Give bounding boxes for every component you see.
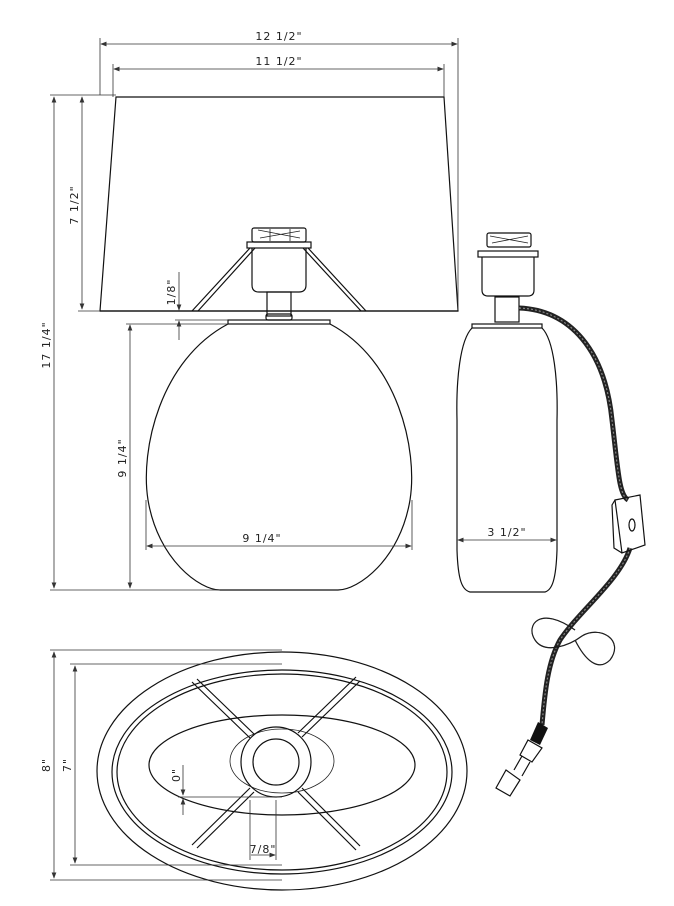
side-view: 3 1/2" <box>456 232 646 797</box>
dim-shade-top-width: 12 1/2" <box>255 30 302 43</box>
front-dimensions: 12 1/2" 11 1/2" 7 1/2" 1/8" 17 1/4" 9 1/… <box>40 30 459 591</box>
dim-top-depth-inner: 7" <box>61 758 74 772</box>
dim-side-depth: 3 1/2" <box>487 526 526 539</box>
dim-base-width: 9 1/4" <box>242 532 281 545</box>
dim-shade-bottom-width: 11 1/2" <box>255 55 302 68</box>
shade-icon <box>99 96 459 312</box>
front-view <box>99 96 459 591</box>
dim-base-height: 9 1/4" <box>116 438 129 477</box>
dim-top-offset-horizontal: 7/8" <box>250 843 277 856</box>
dim-top-offset-vertical: 0" <box>170 768 183 782</box>
plug-icon <box>495 722 548 797</box>
socket-icon <box>246 227 312 321</box>
dim-shade-height: 7 1/2" <box>68 185 81 224</box>
switch-icon <box>611 494 646 554</box>
dim-top-depth-outer: 8" <box>40 758 53 772</box>
top-view: 8" 7" 0" 7/8" <box>40 649 468 891</box>
dim-shade-gap: 1/8" <box>165 279 178 306</box>
cord-icon <box>518 305 633 726</box>
base-icon <box>145 319 413 591</box>
dim-overall-height: 17 1/4" <box>40 321 53 368</box>
